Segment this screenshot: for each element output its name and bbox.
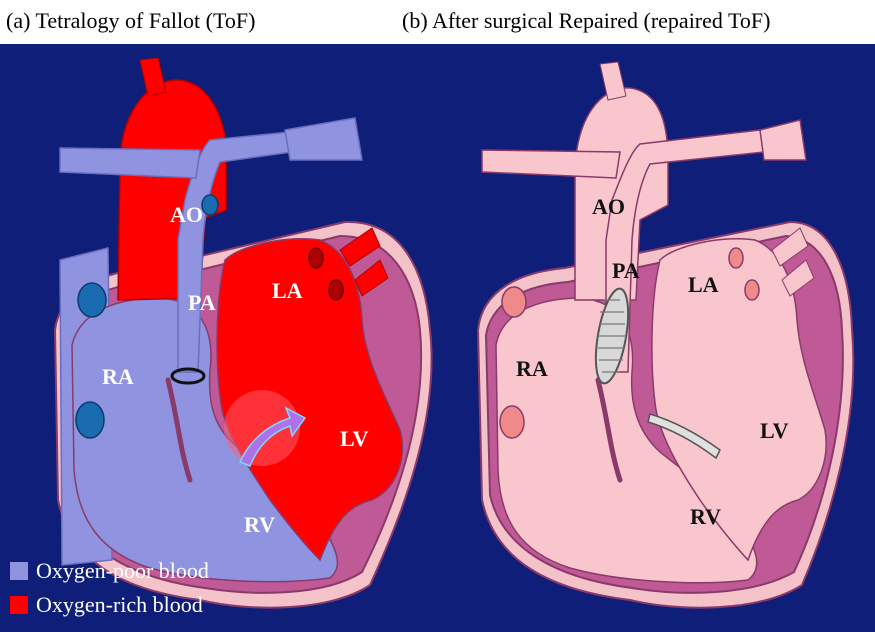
label-lv-right: LV — [760, 418, 789, 443]
vessel-opening-repaired-2 — [500, 406, 524, 438]
vessel-opening-tof-5 — [329, 280, 343, 300]
label-lv-left: LV — [340, 426, 369, 451]
vessel-opening-tof-4 — [309, 248, 323, 268]
pulmonary-branch-right-repaired — [760, 120, 806, 160]
vessel-opening-tof-2 — [76, 402, 104, 438]
label-ao-right: AO — [592, 194, 625, 219]
aorta-branch-tof — [140, 58, 166, 96]
pulmonary-branch-left-repaired — [482, 150, 620, 178]
label-ao-left: AO — [170, 202, 203, 227]
heart-repaired: AO PA LA RA LV RV — [478, 62, 853, 608]
label-ra-right: RA — [516, 356, 548, 381]
label-la-left: LA — [272, 278, 303, 303]
vessel-opening-repaired-3 — [729, 248, 743, 268]
vsd-glow-tof — [224, 390, 300, 466]
label-rv-right: RV — [690, 504, 721, 529]
label-la-right: LA — [688, 272, 719, 297]
label-ra-left: RA — [102, 364, 134, 389]
pulmonary-branch-right-tof — [285, 118, 362, 160]
label-rv-left: RV — [244, 512, 275, 537]
legend-item-oxygen-rich: Oxygen-rich blood — [10, 592, 203, 618]
legend-label-oxygen-rich: Oxygen-rich blood — [36, 592, 203, 618]
heart-diagrams: AO PA LA RA LV RV — [0, 44, 875, 632]
caption-right: (b) After surgical Repaired (repaired To… — [402, 8, 770, 34]
legend-swatch-oxygen-rich — [10, 596, 28, 614]
legend-label-oxygen-poor: Oxygen-poor blood — [36, 558, 209, 584]
legend-swatch-oxygen-poor — [10, 562, 28, 580]
vessel-opening-repaired-4 — [745, 280, 759, 300]
legend-item-oxygen-poor: Oxygen-poor blood — [10, 558, 209, 584]
aorta-branch-repaired — [600, 62, 626, 100]
label-pa-left: PA — [188, 290, 216, 315]
pulmonary-branch-left-tof — [60, 148, 200, 178]
vessel-opening-tof-3 — [202, 195, 218, 215]
heart-tof: AO PA LA RA LV RV — [55, 58, 432, 608]
diagram-canvas: AO PA LA RA LV RV — [0, 44, 875, 632]
vessel-opening-repaired-1 — [502, 287, 526, 317]
vessel-opening-tof-1 — [78, 283, 106, 317]
caption-left: (a) Tetralogy of Fallot (ToF) — [6, 8, 255, 34]
label-pa-right: PA — [612, 258, 640, 283]
